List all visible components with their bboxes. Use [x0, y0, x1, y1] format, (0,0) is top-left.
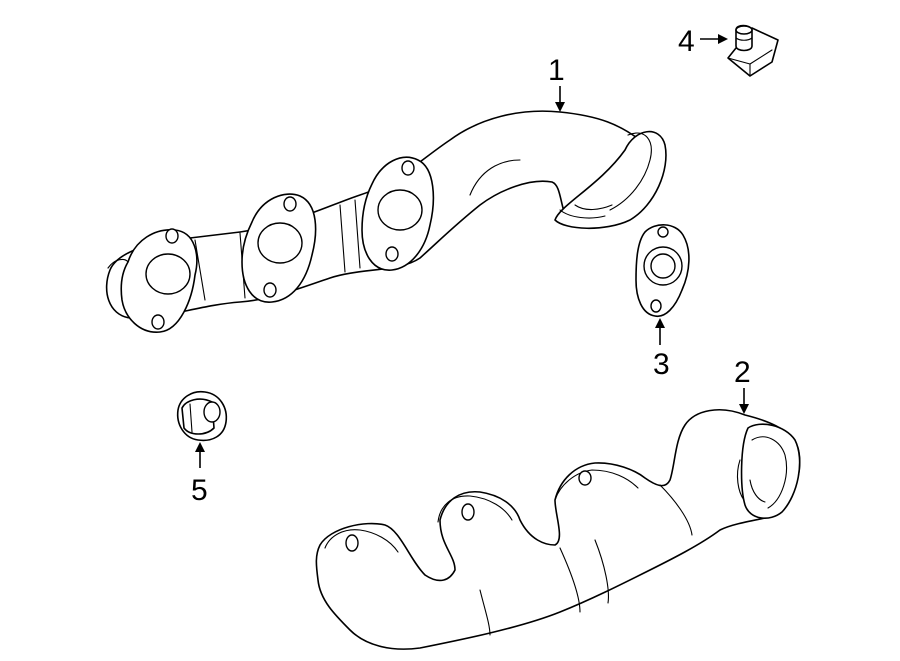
arrowhead-2 [739, 404, 749, 414]
callout-5: 5 [191, 442, 208, 507]
part-2-right-exhaust-manifold [315, 409, 801, 650]
part-5-nut [176, 390, 228, 442]
callout-label-1: 1 [548, 54, 565, 87]
callout-3: 3 [653, 318, 670, 381]
callout-label-5: 5 [191, 474, 208, 507]
callout-label-3: 3 [653, 348, 670, 381]
callout-1: 1 [548, 54, 565, 112]
arrowhead-5 [195, 442, 205, 452]
callout-4: 4 [678, 25, 728, 58]
arrowhead-4 [718, 34, 728, 44]
part-4-stud [727, 24, 779, 77]
callout-2: 2 [734, 356, 751, 414]
part-1-left-exhaust-manifold [105, 110, 667, 333]
part-3-gasket [635, 224, 690, 317]
callout-label-2: 2 [734, 356, 751, 389]
arrowhead-1 [555, 102, 565, 112]
callout-label-4: 4 [678, 25, 695, 58]
arrowhead-3 [655, 318, 665, 328]
